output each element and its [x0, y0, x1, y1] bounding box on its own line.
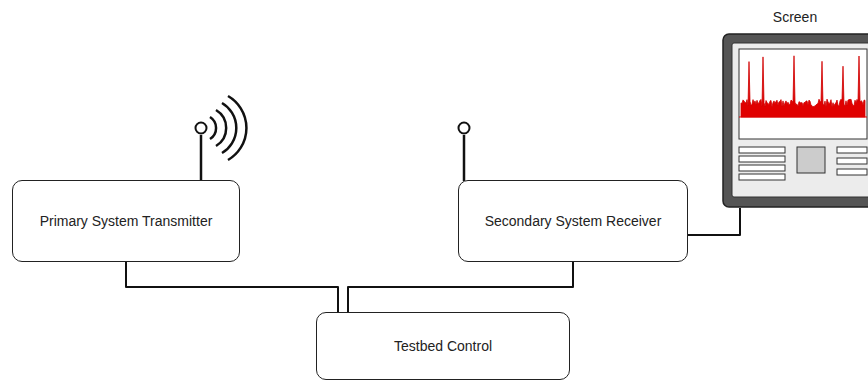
receiver-antenna [459, 123, 470, 182]
receiver-box: Secondary System Receiver [458, 180, 688, 262]
control-box: Testbed Control [316, 312, 570, 380]
node-label: Primary System Transmitter [32, 213, 221, 230]
node-label: Testbed Control [386, 338, 500, 355]
connector-wire [688, 208, 740, 235]
transmitter-antenna [196, 96, 247, 181]
screen-illustration [722, 33, 868, 209]
screen-display: Screen [722, 6, 868, 208]
node-label: Secondary System Receiver [477, 213, 670, 230]
node-label: Screen [722, 6, 868, 28]
transmitter-box: Primary System Transmitter [12, 180, 240, 262]
connector-wire [348, 262, 573, 312]
connector-wire [126, 262, 338, 312]
